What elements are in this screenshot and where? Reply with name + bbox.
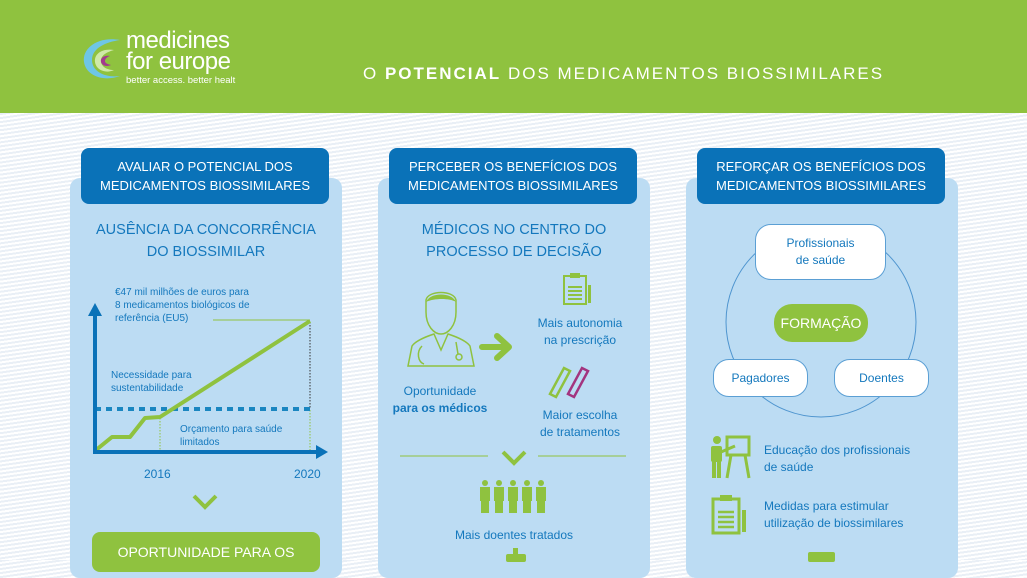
more-patients-label: Mais doentes tratados: [454, 528, 574, 542]
label-line: Mais autonomia: [537, 316, 623, 330]
label-line: Medidas para estimular: [764, 499, 889, 513]
title-suffix: DOS MEDICAMENTOS BIOSSIMILARES: [507, 64, 885, 83]
heading-line: MEDICAMENTOS BIOSSIMILARES: [716, 178, 926, 193]
label-line: de saúde: [764, 460, 814, 474]
label-line: Necessidade para: [111, 370, 192, 381]
title-prefix: O: [363, 64, 379, 83]
logo-mark-icon: [83, 39, 120, 79]
label-line: na prescrição: [543, 333, 617, 347]
column-perceive-heading: PERCEBER OS BENEFÍCIOS DOS MEDICAMENTOS B…: [389, 148, 637, 204]
medicines-for-europe-logo[interactable]: medicines for europe better access. bett…: [80, 27, 260, 90]
annotation-line: €47 mil milhões de euros para: [115, 287, 249, 298]
subtitle-line: MÉDICOS NO CENTRO DO: [421, 222, 607, 238]
header-banner: medicines for europe better access. bett…: [0, 0, 1027, 113]
label-line: utilização de biossimilares: [764, 516, 904, 530]
subtitle-line: PROCESSO DE DECISÃO: [426, 244, 602, 260]
training-center-badge: FORMAÇÃO: [774, 304, 868, 342]
doctor-icon: [407, 291, 475, 367]
heading-line: PERCEBER OS BENEFÍCIOS DOS: [408, 159, 618, 174]
label-line: de tratamentos: [539, 425, 621, 439]
annotation-line: 8 medicamentos biológicos de: [115, 300, 250, 311]
label-line: para os médicos: [392, 401, 488, 415]
next-section-marker: [808, 552, 835, 562]
opportunity-box: OPORTUNIDADE PARA OS: [92, 532, 320, 572]
heading-line: REFORÇAR OS BENEFÍCIOS DOS: [716, 159, 926, 174]
clipboard-measures-icon: [711, 495, 746, 535]
label-line: Oportunidade: [403, 384, 477, 398]
label-line: de saúde: [795, 253, 846, 267]
clipboard-icon: [563, 273, 591, 305]
bubble-payers: Pagadores: [713, 359, 808, 397]
column-evaluate-subtitle: AUSÊNCIA DA CONCORRÊNCIA DO BIOSSIMILAR: [70, 219, 342, 263]
logo-text-for: for: [126, 48, 153, 75]
chart-annotation: €47 mil milhões de euros para 8 medicamen…: [115, 286, 250, 325]
autonomy-label: Mais autonomia na prescrição: [525, 315, 635, 349]
logo-tagline: better access. better healt: [126, 75, 236, 86]
label-line: Educação dos profissionais: [764, 443, 911, 457]
page-title: O POTENCIAL DOS MEDICAMENTOS BIOSSIMILAR…: [363, 64, 963, 84]
title-bold: POTENCIAL: [384, 64, 502, 83]
heading-line: AVALIAR O POTENCIAL DOS: [117, 159, 293, 174]
choice-label: Maior escolha de tratamentos: [525, 407, 635, 441]
arrow-right-icon: [479, 333, 512, 361]
treatment-pills-icon: [548, 366, 590, 399]
column-perceive-subtitle: MÉDICOS NO CENTRO DO PROCESSO DE DECISÃO: [378, 219, 650, 263]
x-tick-2020: 2020: [294, 467, 321, 481]
label-line: limitados: [180, 437, 220, 448]
column-reinforce-heading: REFORÇAR OS BENEFÍCIOS DOS MEDICAMENTOS B…: [697, 148, 945, 204]
logo-text-medicines: medicines: [126, 27, 230, 54]
heading-line: MEDICAMENTOS BIOSSIMILARES: [100, 178, 310, 193]
patients-group-icon: [480, 480, 546, 513]
logo-text-europe: europe: [158, 48, 231, 75]
divider-with-chevron: [400, 450, 626, 466]
logo-text-for-europe: for europe: [126, 48, 231, 75]
column-evaluate-heading: AVALIAR O POTENCIAL DOS MEDICAMENTOS BIOS…: [81, 148, 329, 204]
sustainability-label: Necessidade para sustentabilidade: [111, 369, 192, 395]
label-line: Maior escolha: [542, 408, 618, 422]
x-tick-2016: 2016: [144, 467, 171, 481]
bubble-patients: Doentes: [834, 359, 929, 397]
label-line: sustentabilidade: [111, 383, 184, 394]
doctor-opportunity-label: Oportunidade para os médicos: [380, 383, 500, 417]
measures-item: Medidas para estimular utilização de bios…: [764, 498, 903, 532]
heading-line: MEDICAMENTOS BIOSSIMILARES: [408, 178, 618, 193]
bubble-health-professionals: Profissionais de saúde: [755, 224, 886, 280]
subtitle-line: AUSÊNCIA DA CONCORRÊNCIA: [96, 222, 316, 238]
annotation-line: referência (EU5): [115, 313, 189, 324]
label-line: Orçamento para saúde: [180, 424, 283, 435]
budget-label: Orçamento para saúde limitados: [180, 423, 282, 449]
subtitle-line: DO BIOSSIMILAR: [146, 244, 266, 260]
education-item: Educação dos profissionais de saúde: [764, 442, 910, 476]
label-line: Profissionais: [786, 236, 855, 250]
teacher-presentation-icon: [711, 435, 751, 479]
